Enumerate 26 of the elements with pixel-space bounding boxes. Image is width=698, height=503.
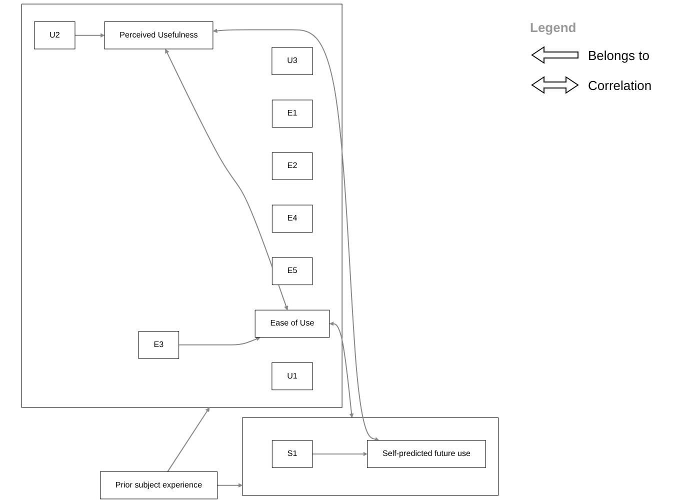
node-box: U1 [272,362,313,390]
legend-title: Legend [530,20,578,35]
node-box: E5 [272,257,313,286]
arrow [212,28,380,442]
node-box: S1 [272,440,313,468]
arrow [167,407,210,472]
node-box: U3 [272,47,313,75]
node-box: E1 [272,100,313,128]
legend-label: Belongs to [588,48,650,62]
node-box: Ease of Use [254,310,330,338]
legend-label: Correlation [588,78,652,92]
node-box: Perceived Usefulness [104,21,214,50]
node-box: Self-predicted future use [367,440,486,468]
cluster [21,4,342,408]
node-box: E4 [272,204,313,233]
arrow [329,322,354,418]
node-box: E2 [272,152,313,180]
node-box: U2 [34,21,76,50]
node-box: E3 [138,331,180,359]
node-box: Prior subject experience [100,471,218,500]
arrow [178,336,260,346]
arrow [217,483,243,488]
arrow [312,452,368,456]
cluster [242,417,499,496]
arrow [165,48,288,310]
arrow [75,33,105,38]
